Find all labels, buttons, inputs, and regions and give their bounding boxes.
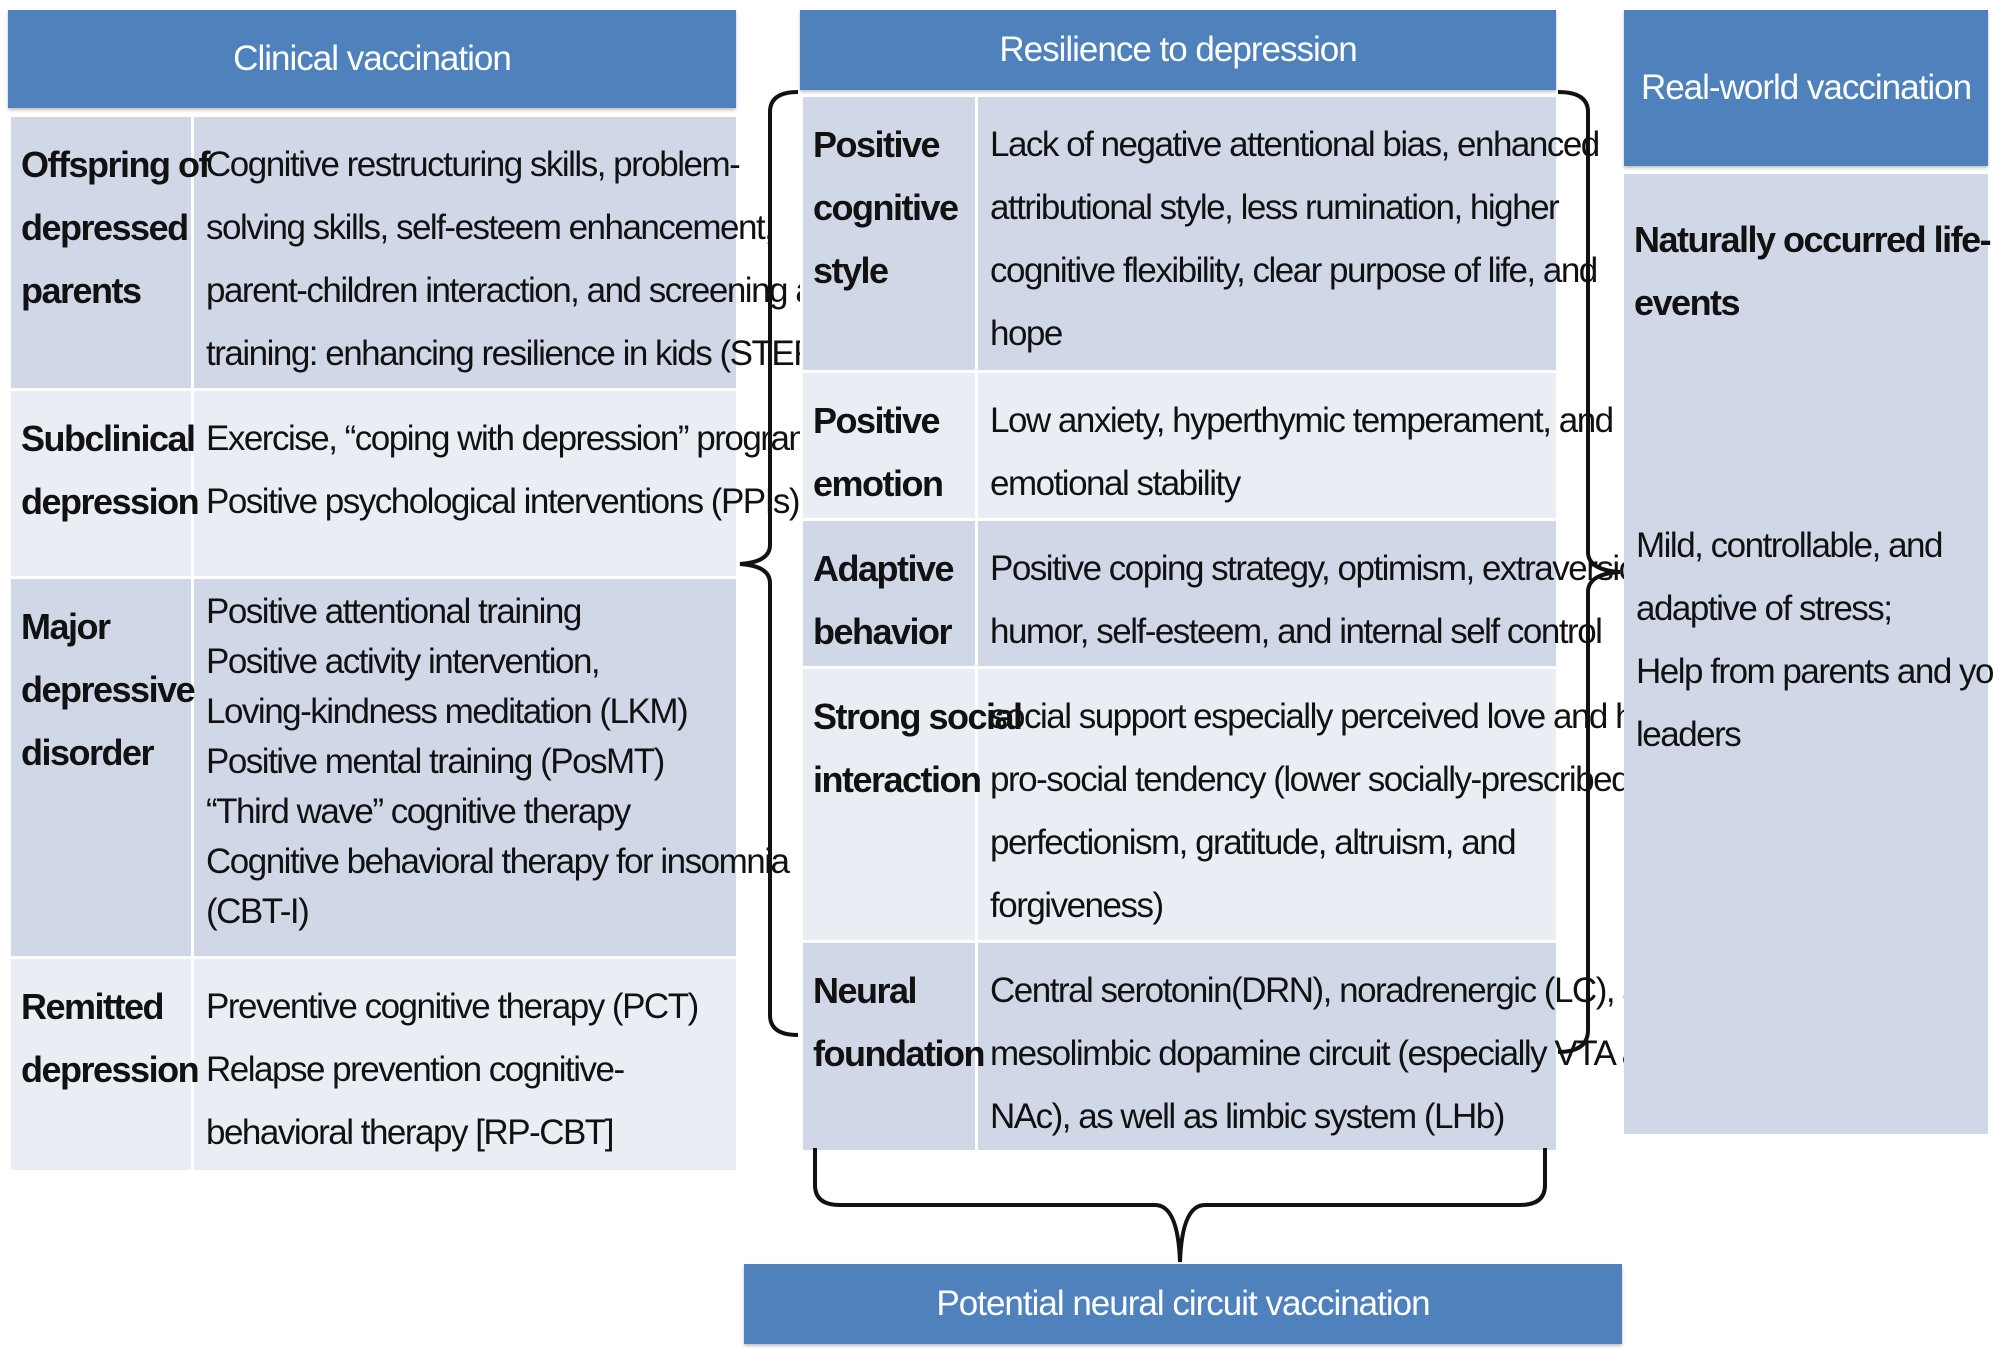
resilience-row-text: social support especially perceived love… (975, 666, 1677, 943)
clinical-row-label: Remitted depression (8, 956, 200, 1173)
resilience-row-text-line: Lack of negative attentional bias, enhan… (990, 125, 1600, 164)
clinical-vaccination-panel: Clinical vaccination Offspring of depres… (8, 10, 851, 1173)
clinical-vaccination-header: Clinical vaccination (8, 10, 736, 108)
resilience-row-label: Positive cognitive style (800, 94, 978, 373)
clinical-row-text: Positive attentional training Positive a… (191, 576, 790, 959)
clinical-row-text-line: Positive activity intervention, (206, 642, 601, 681)
clinical-row-label-line: Offspring of (21, 144, 210, 185)
resilience-row-text-line: hope (990, 314, 1063, 353)
realworld-text: Mild, controllable, and adaptive of stre… (1624, 498, 1995, 766)
clinical-row-label-line: Subclinical (21, 418, 196, 459)
resilience-row-label: Neural foundation (800, 940, 985, 1153)
resilience-row-text-line: cognitive flexibility, clear purpose of … (990, 251, 1598, 290)
realworld-label: Naturally occurred life- events (1624, 192, 1992, 334)
clinical-row-label-line: depression (21, 481, 200, 522)
bottom-curly-bracket (813, 1148, 1547, 1263)
clinical-row-text-line: Loving-kindness meditation (LKM) (206, 692, 689, 731)
clinical-vaccination-title: Clinical vaccination (233, 39, 512, 78)
realworld-label-line: Naturally occurred life- (1634, 219, 1992, 260)
resilience-row-label: Adaptive behavior (800, 518, 978, 669)
resilience-row-label-line: style (813, 250, 889, 291)
resilience-row-label: Positive emotion (800, 370, 978, 521)
clinical-row-label: Subclinical depression (8, 388, 200, 579)
clinical-row-label-line: Remitted (21, 986, 165, 1027)
clinical-row-text: Preventive cognitive therapy (PCT) Relap… (191, 956, 739, 1173)
realworld-text-line: Help from parents and young (1636, 652, 1995, 691)
resilience-row-text-line: Low anxiety, hyperthymic temperament, an… (990, 401, 1614, 440)
clinical-row-text-line: Preventive cognitive therapy (PCT) (206, 987, 699, 1026)
resilience-row-text: Positive coping strategy, optimism, extr… (975, 518, 1664, 669)
left-curly-bracket (739, 90, 799, 1037)
clinical-row-text-line: Positive mental training (PosMT) (206, 742, 665, 781)
realworld-label-line: events (1634, 282, 1741, 323)
resilience-row-label-line: Neural (813, 970, 918, 1011)
resilience-row-label-line: foundation (813, 1033, 985, 1074)
clinical-row-label-line: Major (21, 606, 111, 647)
clinical-row-label: Major depressive disorder (8, 576, 196, 959)
realworld-title: Real-world vaccination (1640, 68, 1972, 107)
resilience-row-text-line: forgiveness) (990, 886, 1164, 925)
realworld-text-line: adaptive of stress; (1636, 589, 1893, 628)
resilience-header: Resilience to depression (800, 10, 1556, 90)
clinical-row-label-line: depressed (21, 207, 189, 248)
clinical-row-text: Exercise, “coping with depression” progr… (191, 388, 818, 579)
neural-circuit-vaccination-box: Potential neural circuit vaccination (744, 1264, 1622, 1344)
clinical-row-text-line: Exercise, “coping with depression” progr… (206, 419, 818, 458)
clinical-row-label-line: parents (21, 270, 142, 311)
resilience-row-label-line: interaction (813, 759, 982, 800)
resilience-row-text-line: NAc), as well as limbic system (LHb) (990, 1097, 1505, 1136)
resilience-row-text-line: perfectionism, gratitude, altruism, and (990, 823, 1517, 862)
clinical-row-text-line: Cognitive restructuring skills, problem- (206, 145, 741, 184)
neural-circuit-vaccination-title: Potential neural circuit vaccination (936, 1284, 1430, 1323)
clinical-row-text-line: Cognitive behavioral therapy for insomni… (206, 842, 790, 881)
resilience-row-label-line: behavior (813, 611, 953, 652)
clinical-row-label-line: depressive (21, 669, 196, 710)
clinical-row-label: Offspring of depressed parents (8, 114, 210, 391)
resilience-row-text-line: humor, self-esteem, and internal self co… (990, 612, 1603, 651)
resilience-panel: Resilience to depression Positive cognit… (800, 10, 1678, 1153)
right-curly-bracket (1557, 90, 1621, 1054)
resilience-row-label-line: Positive (813, 124, 941, 165)
clinical-row-label-line: depression (21, 1049, 200, 1090)
resilience-row-text-line: attributional style, less rumination, hi… (990, 188, 1560, 227)
resilience-row-label-line: Positive (813, 400, 941, 441)
resilience-row-text-line: emotional stability (990, 464, 1241, 503)
resilience-row-label-line: emotion (813, 463, 944, 504)
clinical-row-text-line: solving skills, self-esteem enhancement, (206, 208, 774, 247)
clinical-row-text-line: “Third wave” cognitive therapy (206, 792, 631, 831)
clinical-row-text-line: behavioral therapy [RP-CBT] (206, 1113, 614, 1152)
realworld-body: Naturally occurred life- events Mild, co… (1624, 174, 1995, 1134)
clinical-row-text-line: Positive psychological interventions (PP… (206, 482, 801, 521)
clinical-row-text-line: Relapse prevention cognitive- (206, 1050, 625, 1089)
realworld-header: Real-world vaccination (1624, 10, 1988, 166)
resilience-row-label-line: Adaptive (813, 548, 955, 589)
resilience-row-text-line: pro-social tendency (lower socially-pres… (990, 760, 1631, 799)
resilience-row-text: Lack of negative attentional bias, enhan… (975, 94, 1600, 373)
clinical-row-text-line: Positive attentional training (206, 592, 582, 631)
clinical-row-text-line: (CBT-I) (206, 892, 310, 931)
realworld-text-line: leaders (1636, 715, 1742, 754)
resilience-row-text: Low anxiety, hyperthymic temperament, an… (975, 370, 1614, 521)
resilience-row-label-line: cognitive (813, 187, 959, 228)
realworld-panel: Real-world vaccination Naturally occurre… (1624, 10, 1995, 1134)
realworld-text-line: Mild, controllable, and (1636, 526, 1943, 565)
resilience-title: Resilience to depression (999, 30, 1357, 69)
clinical-row-label-line: disorder (21, 732, 155, 773)
